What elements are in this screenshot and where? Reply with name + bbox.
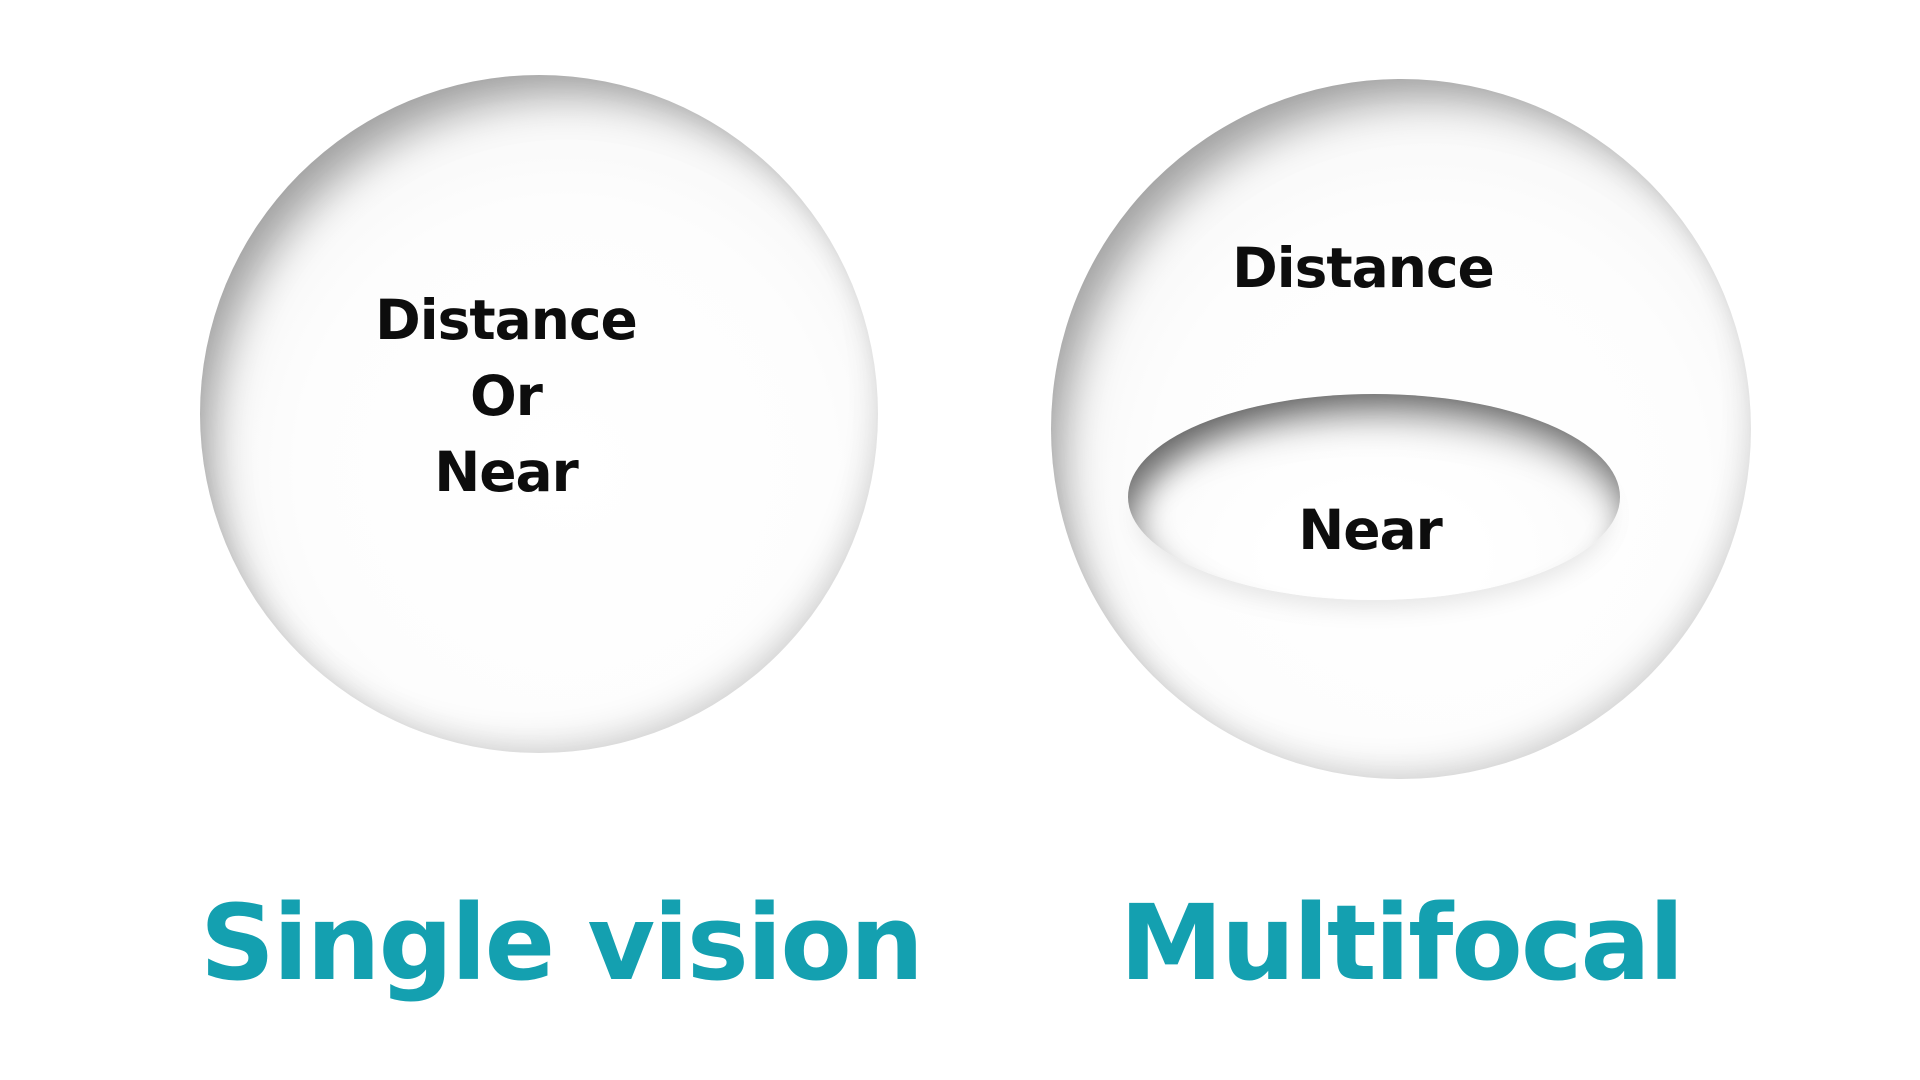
multifocal-caption: Multifocal bbox=[1119, 882, 1685, 1004]
single-vision-caption: Single vision bbox=[200, 882, 924, 1004]
single-vision-lens-circle: Distance Or Near bbox=[200, 75, 878, 753]
single-vision-zone-line-distance: Distance bbox=[375, 288, 638, 352]
multifocal-lens-circle: Distance Near bbox=[1051, 79, 1751, 779]
multifocal-near-segment-oval: Near bbox=[1128, 394, 1620, 600]
multifocal-distance-zone-label: Distance bbox=[1232, 236, 1495, 300]
single-vision-zone-line-near: Near bbox=[434, 440, 579, 504]
multifocal-near-zone-label: Near bbox=[1298, 498, 1443, 562]
single-vision-zone-label: Distance Or Near bbox=[167, 282, 845, 510]
single-vision-zone-line-or: Or bbox=[470, 364, 543, 428]
